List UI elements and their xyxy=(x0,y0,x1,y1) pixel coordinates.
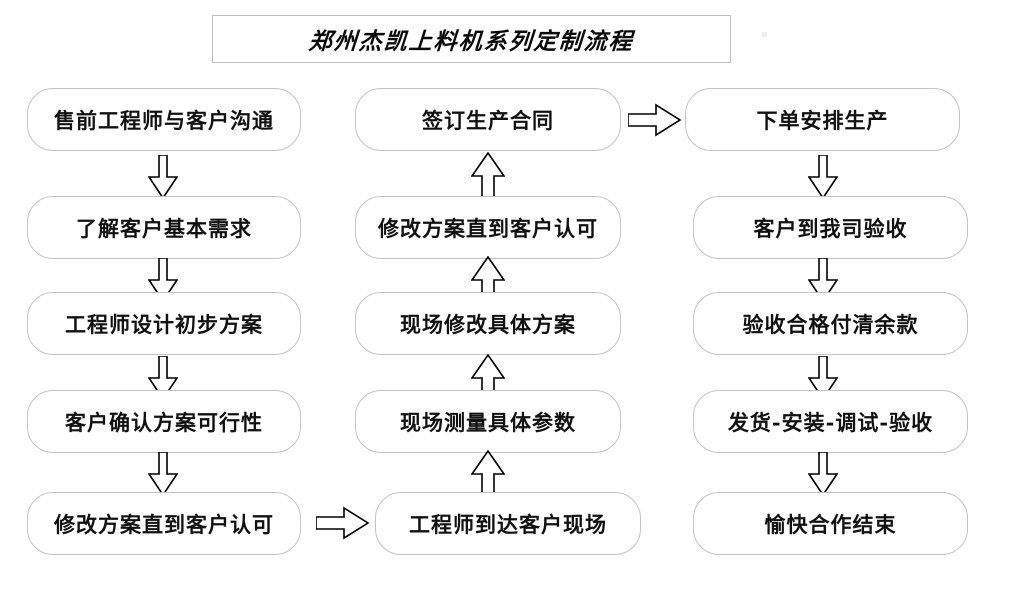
diagram-title-box: 郑州杰凯上料机系列定制流程 xyxy=(212,15,731,63)
arrow-right-col2-to-col3 xyxy=(628,103,682,137)
node-label: 现场修改具体方案 xyxy=(400,311,576,337)
node-col2-1: 签订生产合同 xyxy=(355,88,621,151)
node-col1-5: 修改方案直到客户认可 xyxy=(27,492,301,555)
node-col2-2: 修改方案直到客户认可 xyxy=(355,196,621,259)
node-col1-4: 客户确认方案可行性 xyxy=(27,390,301,453)
arrow-down-col1-3 xyxy=(148,356,178,400)
image-artifact-speck xyxy=(762,32,767,37)
node-col1-1: 售前工程师与客户沟通 xyxy=(27,88,301,151)
node-label: 验收合格付清余款 xyxy=(742,311,919,337)
node-col1-3: 工程师设计初步方案 xyxy=(27,292,301,355)
node-label: 客户确认方案可行性 xyxy=(65,409,263,435)
arrow-down-col1-4 xyxy=(148,452,178,496)
node-label: 愉快合作结束 xyxy=(764,511,897,537)
node-label: 工程师到达客户现场 xyxy=(409,511,607,537)
arrow-right-col1-to-col2 xyxy=(316,506,370,540)
arrow-up-col2-1 xyxy=(471,152,505,198)
node-label: 售前工程师与客户沟通 xyxy=(54,107,274,133)
arrow-down-col3-3 xyxy=(808,356,838,400)
node-label: 发货-安装-调试-验收 xyxy=(727,409,934,435)
page-title: 郑州杰凯上料机系列定制流程 xyxy=(307,28,635,55)
node-label: 签订生产合同 xyxy=(422,107,554,133)
node-label: 修改方案直到客户认可 xyxy=(54,511,274,537)
arrow-up-col2-4 xyxy=(471,450,505,496)
node-col3-5: 愉快合作结束 xyxy=(693,492,968,555)
node-label: 下单安排生产 xyxy=(756,107,889,133)
node-label: 了解客户基本需求 xyxy=(76,215,252,241)
node-label: 现场测量具体参数 xyxy=(400,409,576,435)
arrow-down-col3-4 xyxy=(808,452,838,496)
node-col2-3: 现场修改具体方案 xyxy=(355,292,621,355)
node-label: 客户到我司验收 xyxy=(753,215,908,241)
arrow-down-col3-1 xyxy=(808,155,838,199)
node-col3-4: 发货-安装-调试-验收 xyxy=(693,390,968,453)
node-col3-1: 下单安排生产 xyxy=(685,88,960,151)
arrow-down-col3-2 xyxy=(808,258,838,302)
arrow-down-col1-1 xyxy=(148,155,178,199)
arrow-down-col1-2 xyxy=(148,258,178,302)
node-col2-4: 现场测量具体参数 xyxy=(355,390,621,453)
node-col2-5: 工程师到达客户现场 xyxy=(375,492,641,555)
node-label: 修改方案直到客户认可 xyxy=(378,215,598,241)
node-col3-2: 客户到我司验收 xyxy=(693,196,968,259)
node-col1-2: 了解客户基本需求 xyxy=(27,196,301,259)
node-col3-3: 验收合格付清余款 xyxy=(693,292,968,355)
node-label: 工程师设计初步方案 xyxy=(65,311,263,337)
